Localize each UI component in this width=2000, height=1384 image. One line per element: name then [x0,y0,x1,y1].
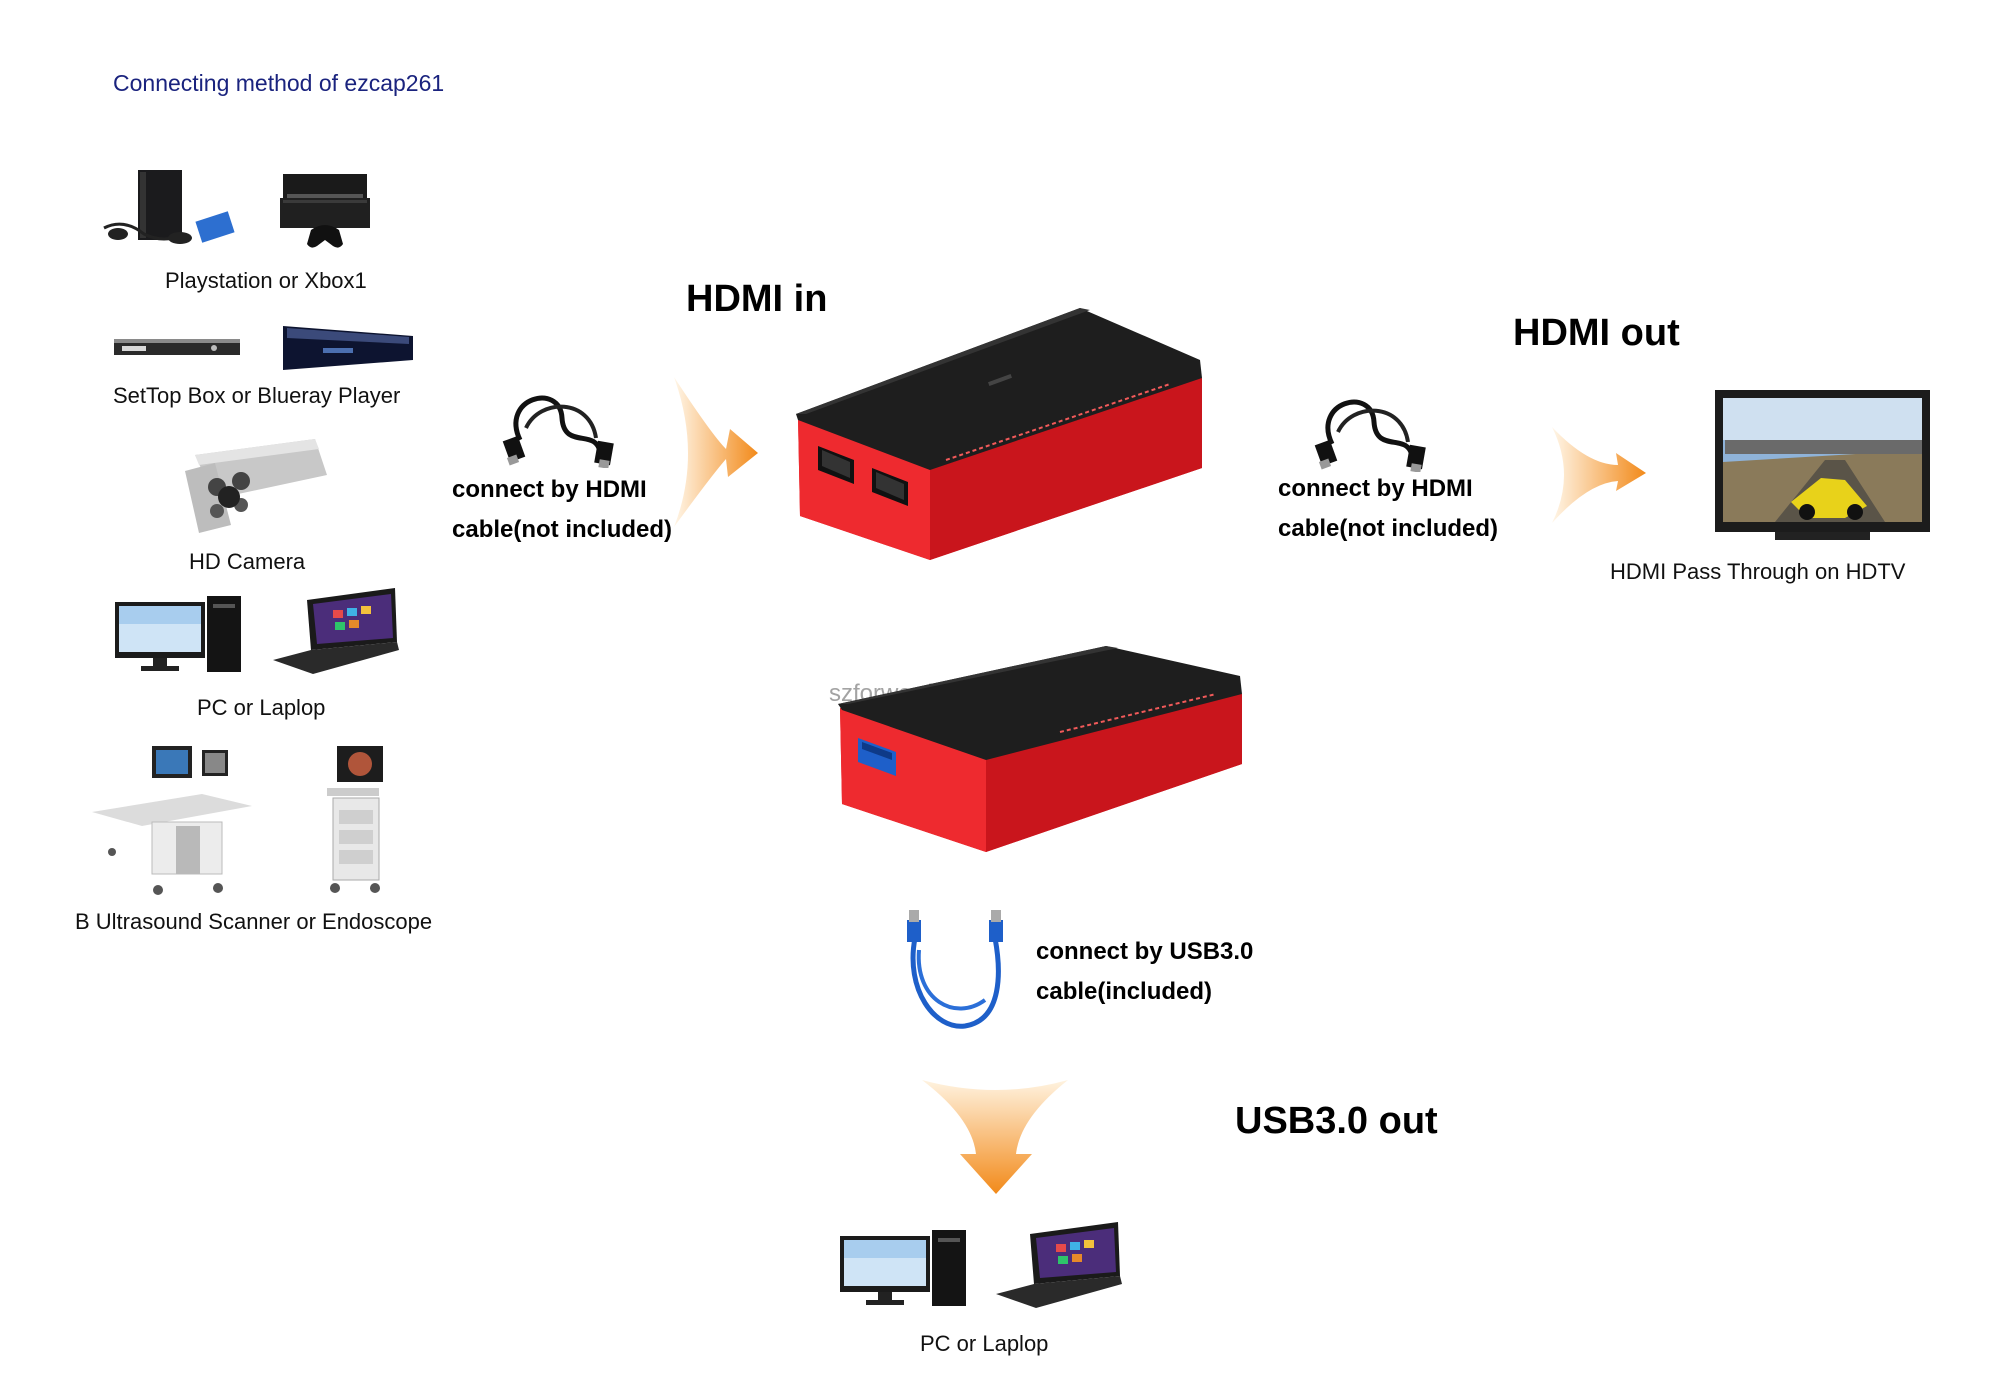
hdmi-cable-out-icon [1312,392,1432,472]
usb-cable-caption: connect by USB3.0 cable(included) [1036,932,1253,1012]
hdmi-in-heading: HDMI in [686,278,828,320]
usb-out-heading: USB3.0 out [1235,1100,1438,1142]
hdtv-icon [1715,390,1930,542]
hdmi-in-cable-caption: connect by HDMI cable(not included) [452,470,672,550]
arrow-right-out-icon [1548,425,1648,525]
usb-target-label: PC or Laplop [920,1331,1049,1356]
playstation-icon [100,168,240,252]
desktop-pc-bottom-icon [838,1228,968,1308]
usb-cable-line1: connect by USB3.0 [1036,938,1254,965]
settop-box-icon [114,335,240,363]
source-label-pc: PC or Laplop [197,695,326,720]
hdtv-label: HDMI Pass Through on HDTV [1610,559,1906,584]
laptop-bottom-icon [996,1222,1122,1312]
source-label-camera: HD Camera [189,549,306,574]
bluray-player-icon [283,322,413,372]
source-label-console: Playstation or Xbox1 [165,268,367,293]
hdmi-out-cable-line1: connect by HDMI [1278,475,1473,502]
hdmi-out-heading: HDMI out [1513,312,1680,354]
arrow-right-icon [672,375,762,530]
usb-cable-icon [895,910,1010,1035]
usb-cable-line2: cable(included) [1036,978,1213,1005]
source-label-medical: B Ultrasound Scanner or Endoscope [75,909,433,934]
laptop-icon [273,588,399,678]
endoscope-icon [305,744,395,894]
capture-device-usb-view [836,642,1246,857]
desktop-pc-icon [113,594,243,674]
hdmi-out-cable-line2: cable(not included) [1278,515,1499,542]
hd-camera-icon [175,435,330,535]
hdmi-out-cable-caption: connect by HDMI cable(not included) [1278,469,1498,549]
arrow-down-icon [920,1078,1070,1196]
capture-device-hdmi-view [790,300,1210,570]
ultrasound-scanner-icon [92,742,257,897]
hdmi-in-cable-line2: cable(not included) [452,516,673,543]
page-title: Connecting method of ezcap261 [113,70,445,96]
hdmi-in-cable-line1: connect by HDMI [452,476,647,503]
source-label-settop: SetTop Box or Blueray Player [113,383,401,408]
xbox-icon [275,172,375,252]
hdmi-cable-icon [500,388,620,468]
